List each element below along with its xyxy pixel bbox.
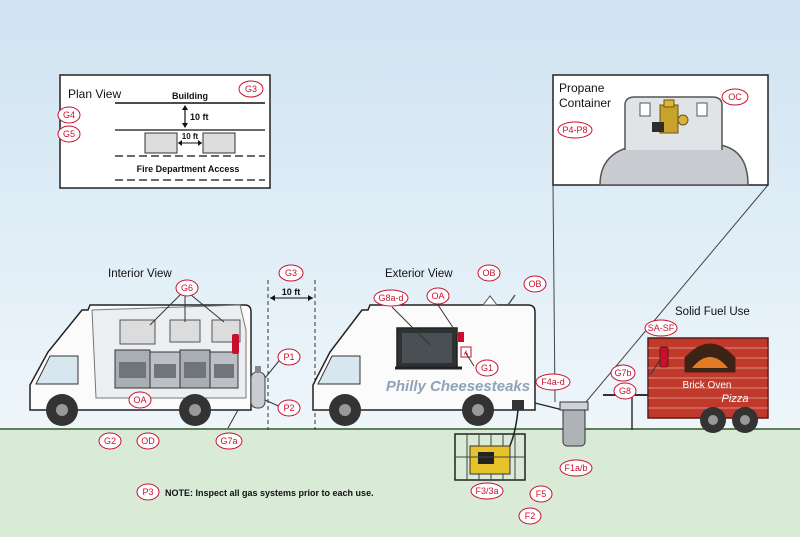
svg-text:OA: OA: [431, 291, 444, 301]
tag-sa-sf[interactable]: SA-SF: [644, 319, 678, 337]
tag-od[interactable]: OD: [136, 432, 160, 450]
plan-dist-horizontal: 10 ft: [182, 132, 199, 141]
tag-g6[interactable]: G6: [175, 279, 199, 297]
tag-g7a[interactable]: G7a: [215, 432, 243, 450]
tag-g8[interactable]: G8: [613, 382, 637, 400]
svg-text:G3: G3: [285, 268, 297, 278]
svg-text:OC: OC: [728, 92, 742, 102]
tag-oc[interactable]: OC: [721, 88, 749, 106]
tag-exterior-oa[interactable]: OA: [426, 287, 450, 305]
svg-text:G8: G8: [619, 386, 631, 396]
tag-ob-1[interactable]: OB: [477, 264, 501, 282]
tag-g2[interactable]: G2: [98, 432, 122, 450]
tag-plan-g3[interactable]: G3: [238, 80, 264, 98]
svg-text:OD: OD: [141, 436, 155, 446]
generator-cage: [454, 409, 526, 481]
plan-view-panel: Plan View Building 10 ft 10 ft Fire Depa…: [59, 74, 271, 189]
tag-f2[interactable]: F2: [518, 507, 542, 525]
svg-text:G8a-d: G8a-d: [378, 293, 403, 303]
exterior-truck: Exterior View A Philly Cheesesteaks: [312, 268, 536, 426]
svg-text:OA: OA: [133, 395, 146, 405]
svg-text:F3/3a: F3/3a: [475, 486, 498, 496]
tag-f4a-d[interactable]: F4a-d: [535, 373, 571, 391]
trailer-sign: Brick Oven: [683, 380, 732, 391]
tag-f5[interactable]: F5: [529, 485, 553, 503]
svg-text:G7b: G7b: [614, 368, 631, 378]
trailer-sign-script: Pizza: [722, 393, 749, 405]
svg-text:P3: P3: [142, 487, 153, 497]
tag-p2[interactable]: P2: [277, 399, 301, 417]
svg-text:P4-P8: P4-P8: [562, 125, 587, 135]
tag-plan-g5[interactable]: G5: [57, 125, 81, 143]
inspection-note: NOTE: Inspect all gas systems prior to e…: [165, 488, 374, 498]
tag-layer: G3 G4 G5 OC P4-P8 G6 P1 P2 OA G2 OD G7a …: [57, 80, 749, 525]
spacing-distance: 10 ft: [282, 287, 301, 297]
propane-title-2: Container: [559, 96, 611, 110]
svg-text:F1a/b: F1a/b: [564, 463, 587, 473]
svg-text:OB: OB: [482, 268, 495, 278]
tag-g7b[interactable]: G7b: [610, 364, 636, 382]
svg-text:F2: F2: [525, 511, 536, 521]
fire-access-label: Fire Department Access: [137, 164, 240, 174]
truck-brand-text: Philly Cheesesteaks: [386, 378, 530, 395]
ground: [0, 428, 800, 537]
tag-interior-oa[interactable]: OA: [128, 391, 152, 409]
building-label: Building: [172, 91, 208, 101]
tag-p3[interactable]: P3: [136, 483, 160, 501]
svg-text:F4a-d: F4a-d: [541, 377, 565, 387]
svg-text:P1: P1: [283, 352, 294, 362]
pizza-trailer: Solid Fuel Use Brick Oven Pizza: [603, 306, 769, 433]
svg-text:G2: G2: [104, 436, 116, 446]
svg-text:G3: G3: [245, 84, 257, 94]
plan-view-title: Plan View: [68, 87, 121, 101]
svg-text:OB: OB: [528, 279, 541, 289]
solid-fuel-title: Solid Fuel Use: [675, 306, 750, 318]
tag-g8a-d[interactable]: G8a-d: [373, 289, 409, 307]
tag-f1a-b[interactable]: F1a/b: [559, 459, 593, 477]
propane-cylinder: [534, 401, 589, 447]
tag-f3-3a[interactable]: F3/3a: [470, 482, 504, 500]
interior-truck: Interior View: [29, 268, 284, 429]
tag-g1[interactable]: G1: [475, 359, 499, 377]
tag-spacing-g3[interactable]: G3: [278, 264, 304, 282]
exterior-title: Exterior View: [385, 268, 453, 280]
tag-p1[interactable]: P1: [277, 348, 301, 366]
tag-plan-g4[interactable]: G4: [57, 106, 81, 124]
tag-ob-2[interactable]: OB: [523, 275, 547, 293]
svg-text:G5: G5: [63, 129, 75, 139]
propane-title-1: Propane: [559, 81, 605, 95]
svg-text:F5: F5: [536, 489, 547, 499]
svg-text:G6: G6: [181, 283, 193, 293]
spacing-indicator: 10 ft: [267, 280, 316, 430]
tag-p4-p8[interactable]: P4-P8: [557, 121, 593, 139]
svg-text:G1: G1: [481, 363, 493, 373]
svg-text:SA-SF: SA-SF: [648, 323, 675, 333]
plan-dist-vertical: 10 ft: [190, 112, 209, 122]
interior-title: Interior View: [108, 268, 172, 280]
svg-text:P2: P2: [283, 403, 294, 413]
svg-text:G7a: G7a: [220, 436, 237, 446]
svg-text:G4: G4: [63, 110, 75, 120]
